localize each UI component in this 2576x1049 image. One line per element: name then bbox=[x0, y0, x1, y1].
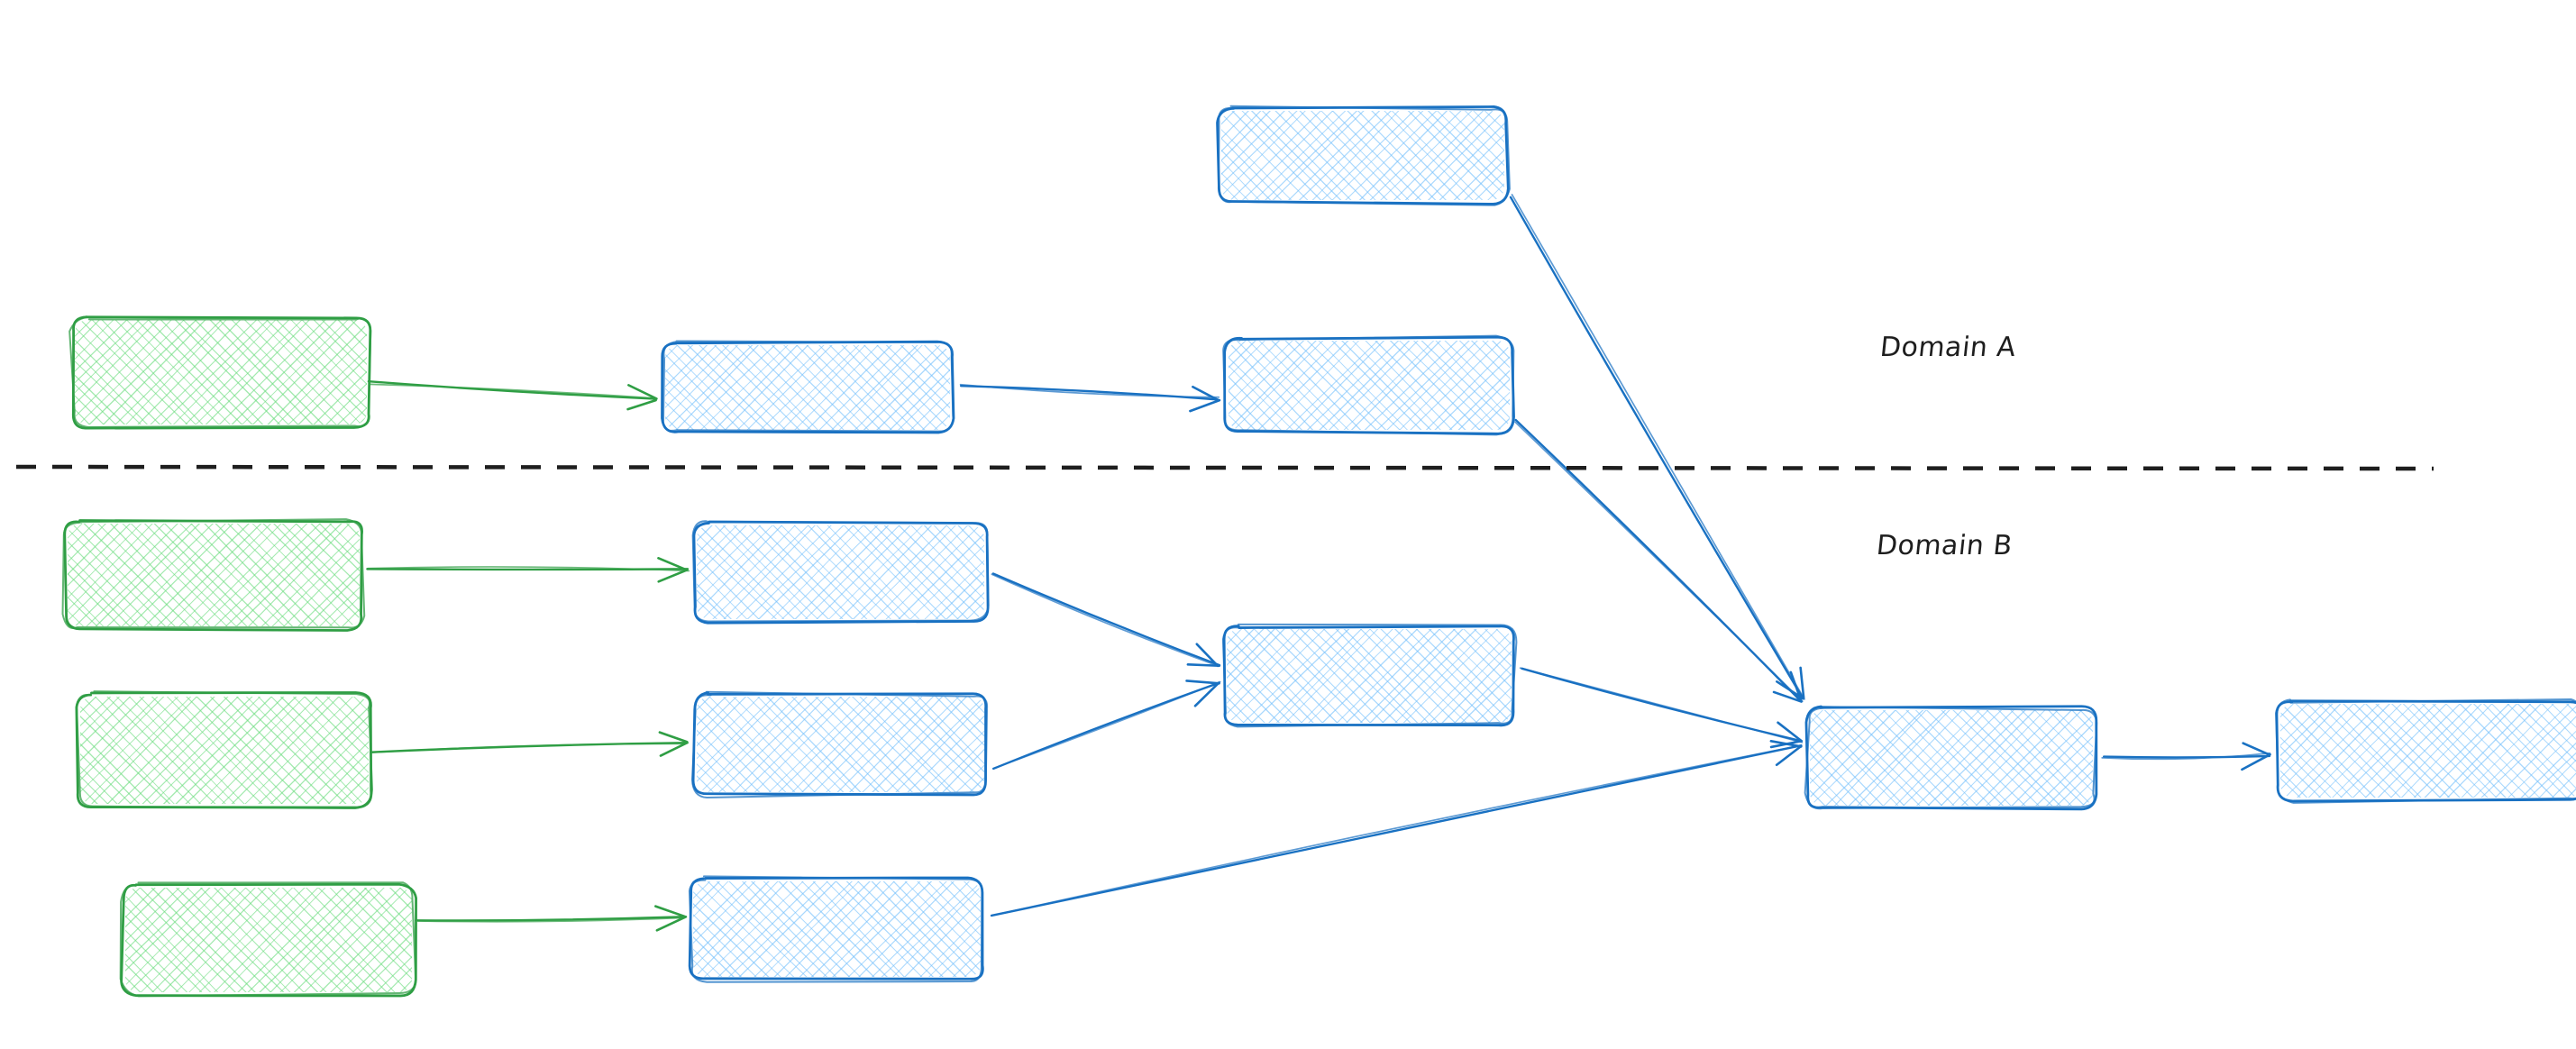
edge-b-proc-1-to-b-mid-1 bbox=[991, 572, 1221, 668]
node-a-top-1[interactable] bbox=[1124, 97, 1744, 214]
edge-b-hub-to-b-out bbox=[2101, 742, 2271, 771]
node-a-proc-2[interactable] bbox=[1131, 327, 1748, 443]
node-b-src-2[interactable] bbox=[0, 683, 648, 817]
edge-b-src-2-to-b-proc-2 bbox=[370, 731, 689, 757]
edge-a-src-1-to-a-proc-1 bbox=[367, 379, 658, 411]
node-b-out[interactable] bbox=[2177, 690, 2576, 811]
edge-b-src-3-to-b-proc-3 bbox=[415, 905, 688, 932]
edge-b-proc-2-to-b-mid-1 bbox=[992, 680, 1221, 771]
node-b-src-1[interactable] bbox=[0, 510, 624, 640]
node-b-proc-2[interactable] bbox=[591, 683, 1239, 806]
edge-b-proc-3-to-b-hub bbox=[990, 740, 1803, 917]
node-a-proc-1[interactable] bbox=[571, 332, 1185, 443]
node-a-src-1[interactable] bbox=[0, 306, 644, 438]
domain-divider bbox=[15, 464, 2434, 471]
domain-b-label: Domain B bbox=[1875, 530, 2014, 561]
edge-b-src-1-to-b-proc-1 bbox=[366, 557, 690, 583]
edge-a-proc-1-to-a-proc-2 bbox=[959, 383, 1221, 413]
domain-a-label: Domain A bbox=[1878, 332, 2018, 363]
node-b-hub[interactable] bbox=[1704, 697, 2343, 819]
edge-b-mid-1-to-b-hub bbox=[1519, 667, 1804, 749]
node-b-proc-3[interactable] bbox=[590, 868, 1240, 990]
edge-a-proc-2-to-b-hub bbox=[1514, 418, 1804, 703]
node-b-proc-1[interactable] bbox=[596, 512, 1228, 633]
node-b-mid-1[interactable] bbox=[1126, 616, 1759, 736]
edge-a-top-1-to-b-hub bbox=[1509, 194, 1805, 700]
node-b-src-3[interactable] bbox=[13, 874, 681, 1006]
